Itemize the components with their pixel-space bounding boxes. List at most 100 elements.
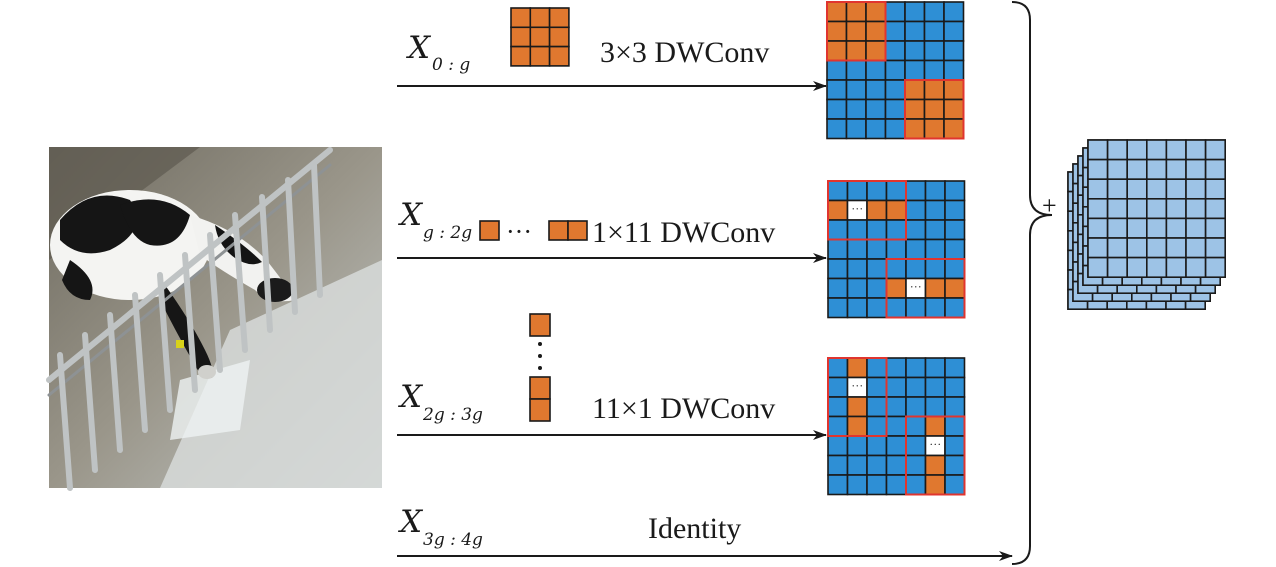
grid-cell [885, 415, 907, 437]
grid-cell [924, 357, 946, 379]
grid-cell [827, 454, 849, 476]
branch-4-subscript: 3g : 4g [423, 530, 483, 550]
grid-cell [905, 357, 927, 379]
output-cell [1146, 198, 1168, 220]
output-cell [1185, 237, 1207, 259]
ellipsis-cell-text: ··· [851, 202, 863, 216]
grid-cell [885, 474, 907, 496]
grid-cell [924, 199, 946, 221]
grid-cell [827, 376, 849, 398]
grid-cell [924, 277, 946, 299]
output-cell [1165, 237, 1187, 259]
grid-cell [904, 40, 926, 62]
grid-cell [904, 79, 926, 101]
grid-cell [884, 118, 906, 140]
metal-fence [46, 147, 333, 491]
grid-cell [827, 219, 849, 241]
output-cell [1126, 237, 1148, 259]
grid-cell [885, 435, 907, 457]
grid-cell [885, 180, 907, 202]
output-cell [1087, 139, 1109, 161]
grid-cell [924, 219, 946, 241]
grid-cell [866, 277, 888, 299]
grid-cell [905, 454, 927, 476]
grid-cell [884, 98, 906, 120]
grid-cell [905, 396, 927, 418]
output-cell [1185, 217, 1207, 239]
output-cell [1106, 237, 1128, 259]
grid-cell [904, 20, 926, 42]
kernel-cell [548, 7, 570, 29]
grid-cell [924, 180, 946, 202]
grid-cell [904, 118, 926, 140]
grid-cell [845, 118, 867, 140]
grid-cell [866, 396, 888, 418]
grid-cell [924, 396, 946, 418]
grid-cell [826, 20, 848, 42]
kernel-cell [548, 220, 569, 241]
grid-cell [904, 1, 926, 23]
kernel-window-highlight [826, 1, 887, 62]
kernel-cell [529, 313, 551, 337]
grid-cell [845, 20, 867, 42]
grid-cell [885, 277, 907, 299]
branch-3: X 2g : 3g 11×1 DWConv ······ [397, 313, 966, 496]
grid-cell [923, 20, 945, 42]
kernel-window-highlight [905, 415, 966, 496]
output-cell [1165, 139, 1187, 161]
grid-cell [846, 180, 868, 202]
grid-cell [943, 118, 965, 140]
grid-cell [923, 40, 945, 62]
grid-cell [904, 59, 926, 81]
output-cell [1126, 217, 1148, 239]
grid-cell [826, 40, 848, 62]
grid-cell [944, 415, 966, 437]
branch-2: X g : 2g ··· 1×11 DWConv ······ [397, 180, 966, 319]
grid-cell [905, 199, 927, 221]
output-cell [1165, 198, 1187, 220]
feature-grid-2: ······ [827, 180, 966, 319]
concat-plus-sign: + [1042, 191, 1057, 220]
grid-cell [845, 40, 867, 62]
grid-cell [866, 376, 888, 398]
kernel-cell [510, 7, 532, 29]
branch-3-subscript: 2g : 3g [422, 405, 483, 425]
output-cell [1204, 198, 1226, 220]
output-cell [1106, 198, 1128, 220]
grid-cell [827, 297, 849, 319]
output-cell [1146, 256, 1168, 279]
grid-cell [943, 59, 965, 81]
grid-cell [944, 376, 966, 398]
grid-cell [846, 357, 868, 379]
grid-cell [905, 219, 927, 241]
output-cell [1087, 178, 1109, 200]
output-cell [1165, 217, 1187, 239]
branch-1-subscript: 0 : g [432, 55, 470, 75]
kernel-cell [529, 376, 551, 400]
grid-cell [884, 1, 906, 23]
grid-cell [884, 59, 906, 81]
grid-cell [943, 40, 965, 62]
grid-cell [827, 238, 849, 260]
feature-grid-3: ······ [827, 357, 966, 496]
ellipsis-cell-text: ··· [851, 379, 863, 393]
output-cell [1204, 139, 1226, 161]
grid-cell [905, 474, 927, 496]
grid-cell [846, 454, 868, 476]
grid-cell [944, 357, 966, 379]
output-cell [1185, 178, 1207, 200]
output-cell [1106, 178, 1128, 200]
grid-cell [846, 258, 868, 280]
grid-cell [923, 1, 945, 23]
grid-cell [866, 357, 888, 379]
output-cell [1106, 158, 1128, 181]
grid-cell [846, 474, 868, 496]
grid-cell [845, 79, 867, 101]
grid-cell [845, 59, 867, 81]
grid-cell [827, 396, 849, 418]
output-cell [1087, 158, 1109, 181]
grid-cell [885, 396, 907, 418]
grid-cell [905, 238, 927, 260]
output-cell [1146, 178, 1168, 200]
grid-cell [866, 454, 888, 476]
